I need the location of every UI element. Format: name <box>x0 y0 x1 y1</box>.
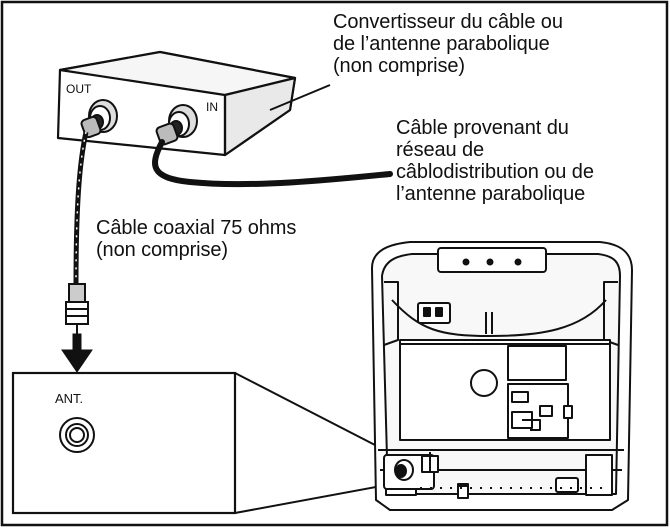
ant-jack <box>59 417 95 453</box>
out-label: OUT <box>66 82 92 96</box>
zoom-line-top <box>234 372 376 446</box>
network-cable-label-line-2: réseau de <box>396 139 485 161</box>
converter-pointer-line <box>269 84 331 111</box>
converter-label: Convertisseur du câble ou de l’antenne p… <box>333 11 563 77</box>
ant-label: ANT. <box>55 391 84 406</box>
ant-panel <box>11 371 237 515</box>
converter-box <box>56 50 297 157</box>
tv-rear <box>371 241 633 511</box>
zoom-line-bottom <box>234 483 393 514</box>
coax-cable-label-line-1: Câble coaxial 75 ohms <box>96 217 297 239</box>
network-cable <box>152 139 393 188</box>
network-cable-label: Câble provenant du réseau de câblodistri… <box>396 117 594 205</box>
converter-label-line-1: Convertisseur du câble ou <box>333 11 563 33</box>
down-arrow <box>61 333 93 373</box>
converter-label-line-3: (non comprise) <box>333 55 465 77</box>
coax-cable-label: Câble coaxial 75 ohms (non comprise) <box>96 217 296 261</box>
out-connector <box>80 99 118 139</box>
coax-cable-label-line-2: (non comprise) <box>96 239 228 261</box>
converter-label-line-2: de l’antenne parabolique <box>333 33 550 55</box>
coax-plug <box>65 283 89 334</box>
in-connector <box>155 104 198 146</box>
coax-cable <box>73 131 89 286</box>
network-cable-label-line-1: Câble provenant du <box>396 117 569 139</box>
in-label: IN <box>206 100 218 114</box>
network-cable-label-line-3: câblodistribution ou de <box>396 161 594 183</box>
network-cable-label-line-4: l’antenne parabolique <box>396 183 586 205</box>
